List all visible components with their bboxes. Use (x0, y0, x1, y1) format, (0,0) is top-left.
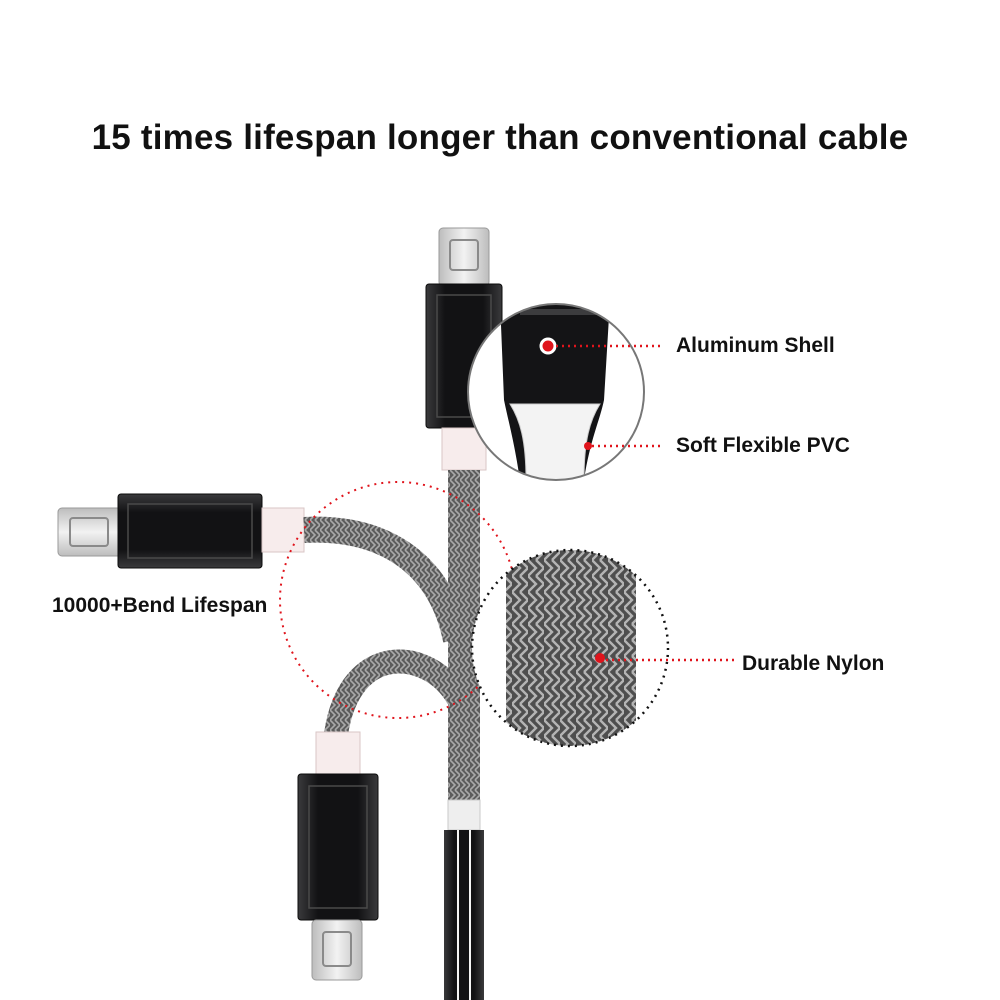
shell-zoom-circle (467, 303, 662, 481)
soft-pvc-label: Soft Flexible PVC (676, 434, 850, 457)
aluminum-shell-label: Aluminum Shell (676, 334, 835, 357)
top-usb-c-connector (425, 227, 503, 800)
durable-nylon-label: Durable Nylon (742, 652, 885, 675)
nylon-zoom-circle (470, 548, 734, 748)
left-usb-c-connector (57, 493, 469, 643)
lower-usb-c-connector (297, 649, 469, 981)
bend-lifespan-label: 10000+Bend Lifespan (52, 594, 268, 617)
bottom-sleeve (444, 799, 484, 1000)
headline: 15 times lifespan longer than convention… (91, 118, 909, 157)
